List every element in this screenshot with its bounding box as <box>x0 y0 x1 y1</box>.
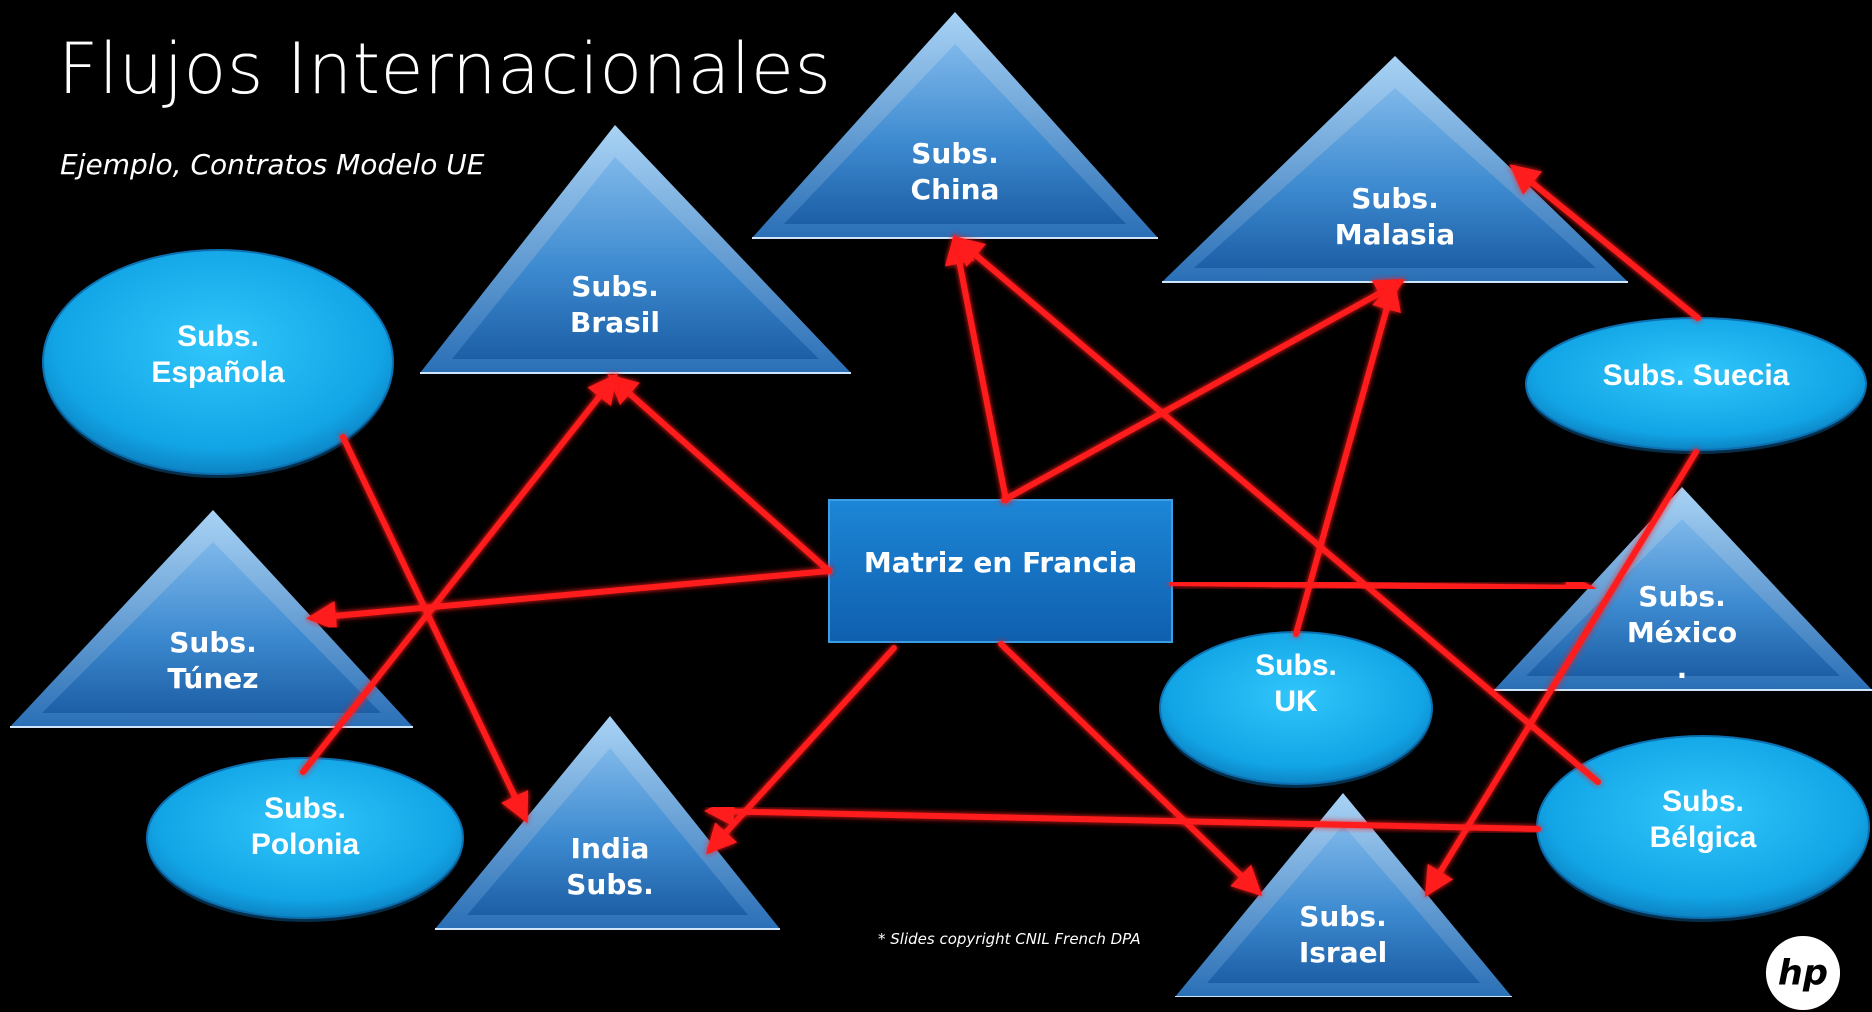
flow-arrow-matriz-to-india <box>705 645 897 855</box>
flow-arrow-matriz-to-china <box>944 234 1009 503</box>
node-polonia-label-line: Subs. <box>264 792 346 825</box>
node-uk-label-line: Subs. <box>1255 649 1337 682</box>
node-polonia-ellipse <box>146 757 464 919</box>
node-espanola-label-line: Española <box>151 356 285 389</box>
node-brasil <box>420 125 851 374</box>
node-tunez-label-line: Túnez <box>167 662 258 695</box>
hp-logo-icon: hp <box>1765 935 1841 1011</box>
node-india-label-line: India <box>571 832 650 865</box>
node-israel-label: Subs.Israel <box>1299 900 1387 969</box>
node-israel <box>1175 793 1512 997</box>
node-matriz-box <box>828 499 1173 643</box>
node-mexico <box>1494 487 1872 691</box>
node-malasia-triangle <box>1194 88 1596 268</box>
node-matriz-label-line: Matriz en Francia <box>864 546 1137 579</box>
node-belgica-label-line: Subs. <box>1662 785 1744 818</box>
flow-arrow-matriz-to-israel <box>998 641 1263 897</box>
node-polonia-label: Subs.Polonia <box>251 792 360 861</box>
slide-subtitle: Ejemplo, Contratos Modelo UE <box>60 148 485 181</box>
node-belgica <box>1536 735 1870 922</box>
flow-arrow-matriz-to-mexico <box>1169 572 1596 603</box>
node-malasia-label-line: Malasia <box>1335 218 1455 251</box>
node-mexico-label-line: México <box>1627 616 1737 649</box>
node-uk-label: Subs.UK <box>1255 649 1337 718</box>
node-matriz <box>828 499 1173 643</box>
node-india-triangle <box>467 748 748 915</box>
node-china-triangle <box>784 44 1126 224</box>
node-tunez-triangle <box>42 542 381 713</box>
node-tunez <box>10 510 413 728</box>
node-israel-label-line: Israel <box>1299 936 1387 969</box>
node-suecia <box>1525 317 1867 454</box>
node-mexico-label-line: Subs. <box>1638 580 1725 613</box>
node-malasia-label-line: Subs. <box>1351 182 1438 215</box>
flow-arrow-suecia-to-malasia <box>1509 164 1701 321</box>
node-espanola <box>42 249 394 478</box>
node-suecia-label: Subs. Suecia <box>1603 359 1790 392</box>
node-india-label-line: Subs. <box>566 868 653 901</box>
node-china-label-line: Subs. <box>911 137 998 170</box>
copyright-footnote: * Slides copyright CNIL French DPA <box>878 930 1141 948</box>
node-brasil-label: Subs.Brasil <box>570 270 660 339</box>
node-china-label-line: China <box>911 173 1000 206</box>
flow-arrow-matriz-to-brasil <box>607 374 832 574</box>
node-tunez-label: Subs.Túnez <box>167 626 258 695</box>
node-matriz-label: Matriz en Francia <box>864 546 1137 579</box>
node-belgica-label: Subs.Bélgica <box>1650 785 1757 854</box>
node-brasil-triangle <box>452 157 819 359</box>
flow-arrow-belgica-to-china <box>953 236 1601 785</box>
node-israel-label-line: Subs. <box>1299 900 1386 933</box>
node-mexico-label-line: . <box>1677 652 1688 685</box>
flow-arrow-polonia-to-brasil <box>300 373 618 775</box>
node-polonia <box>146 757 464 922</box>
node-belgica-label-line: Bélgica <box>1650 821 1757 854</box>
flow-arrow-matriz-to-malasia <box>1001 279 1406 503</box>
flow-arrow-belgica-to-india <box>704 796 1541 832</box>
node-israel-triangle <box>1207 825 1480 983</box>
node-china-label: Subs.China <box>911 137 1000 206</box>
node-mexico-triangle <box>1526 519 1840 676</box>
node-mexico-label: Subs.México. <box>1627 580 1737 685</box>
flow-arrow-uk-to-malasia <box>1293 280 1402 637</box>
node-espanola-ellipse <box>42 249 394 475</box>
node-uk <box>1159 631 1433 788</box>
node-malasia-label: Subs.Malasia <box>1335 182 1455 251</box>
node-uk-label-line: UK <box>1274 685 1318 718</box>
node-brasil-label-line: Subs. <box>571 270 658 303</box>
node-polonia-label-line: Polonia <box>251 828 360 861</box>
flow-arrow-espanola-to-india <box>340 434 529 824</box>
flow-arrow-suecia-to-israel <box>1424 449 1699 898</box>
svg-text:hp: hp <box>1778 953 1828 994</box>
flow-arrow-matriz-to-tunez <box>306 568 832 631</box>
node-brasil-label-line: Brasil <box>570 306 660 339</box>
node-tunez-label-line: Subs. <box>169 626 256 659</box>
node-suecia-label-line: Subs. Suecia <box>1603 359 1790 392</box>
node-india <box>435 716 780 930</box>
node-espanola-label-line: Subs. <box>177 320 259 353</box>
node-espanola-label: Subs.Española <box>151 320 285 389</box>
slide-title: Flujos Internacionales <box>58 28 832 110</box>
